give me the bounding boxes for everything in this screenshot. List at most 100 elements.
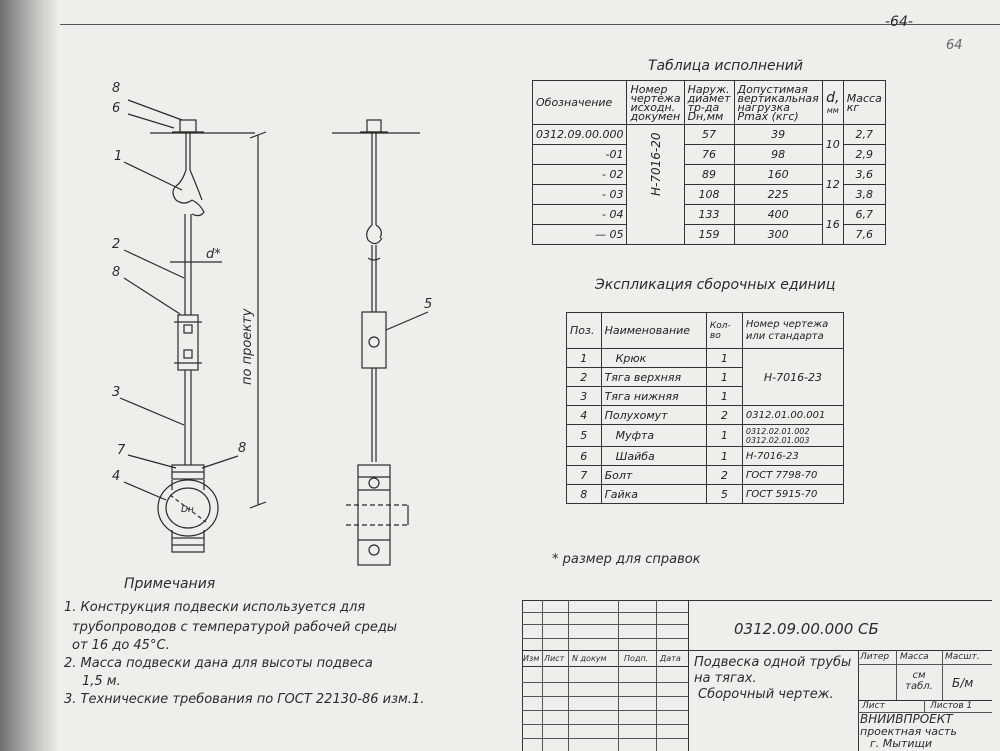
row-0-dn: 57 bbox=[683, 124, 735, 145]
row-4-dn: 133 bbox=[683, 204, 735, 225]
label-pos-6: 6 bbox=[112, 101, 120, 116]
row-1-load: 98 bbox=[733, 144, 823, 165]
label-dim-dn: Dн bbox=[181, 505, 194, 515]
asm-row-0-qty: 1 bbox=[705, 348, 743, 368]
row-1-designation: -01 bbox=[531, 144, 628, 165]
tb-col-3 bbox=[618, 600, 619, 751]
row-5-designation: — 05 bbox=[531, 224, 628, 245]
tb-right-row-2 bbox=[858, 700, 992, 701]
tb-title-line-1: на тягах. bbox=[694, 671, 757, 686]
asm-row-2-name: Тяга нижняя bbox=[600, 386, 707, 406]
tb-col-label-3: Подп. bbox=[624, 654, 649, 663]
header-pos: Поз. bbox=[566, 312, 602, 349]
sheet-border-top bbox=[60, 24, 1000, 25]
tb-col-label-4: Дата bbox=[660, 654, 681, 663]
row-1-dn: 76 bbox=[683, 144, 735, 165]
tb-border-left bbox=[522, 600, 523, 751]
tb-litera: Литер bbox=[860, 652, 890, 662]
label-pos-7: 7 bbox=[117, 443, 126, 458]
header-qty: Кол-во bbox=[705, 312, 743, 349]
notes-title: Примечания bbox=[124, 576, 216, 592]
asm-row-2-pos: 3 bbox=[566, 386, 602, 406]
row-3-designation: - 03 bbox=[531, 184, 628, 205]
label-pos-2: 2 bbox=[112, 237, 120, 252]
row-5-load: 300 bbox=[733, 224, 823, 245]
tb-row-7 bbox=[522, 696, 688, 697]
tb-scale-value: Б/м bbox=[952, 676, 974, 690]
row-5-dn: 159 bbox=[683, 224, 735, 245]
header-d: d, мм bbox=[821, 80, 844, 125]
d-value-2: 16 bbox=[821, 204, 844, 245]
tb-row-10 bbox=[522, 738, 688, 739]
asm-row-6-name: Болт bbox=[600, 465, 707, 485]
row-5-mass: 7,6 bbox=[842, 224, 886, 245]
page-number: -64- bbox=[885, 14, 913, 30]
notes-line-0: 1. Конструкция подвески используется для bbox=[64, 600, 366, 615]
row-2-mass: 3,6 bbox=[842, 164, 886, 185]
row-3-mass: 3,8 bbox=[842, 184, 886, 205]
label-pos-8-mid: 8 bbox=[112, 265, 120, 280]
asm-row-3-pos: 4 bbox=[566, 405, 602, 425]
asm-row-2-qty: 1 bbox=[705, 386, 743, 406]
header-mass: Масса кг bbox=[842, 80, 886, 125]
row-2-load: 160 bbox=[733, 164, 823, 185]
tb-row-3 bbox=[522, 638, 688, 639]
notes-line-2: от 16 до 45°С. bbox=[72, 638, 170, 653]
tb-right-col-2 bbox=[896, 650, 897, 700]
tb-right-col-3 bbox=[942, 650, 943, 700]
row-1-mass: 2,9 bbox=[842, 144, 886, 165]
header-doc: Номер чертежа или стандарта bbox=[741, 312, 845, 349]
tb-scale: Масшт. bbox=[945, 652, 980, 662]
asm-row-3-name: Полухомут bbox=[600, 405, 707, 425]
tb-row-2 bbox=[522, 624, 688, 625]
label-dim-vertical: по проекту bbox=[240, 308, 255, 385]
binding-shadow bbox=[0, 0, 60, 751]
header-designation: Обозначение bbox=[531, 80, 628, 125]
asm-row-1-name: Тяга верхняя bbox=[600, 367, 707, 387]
tb-right-row-1 bbox=[858, 664, 992, 665]
label-pos-8-low: 8 bbox=[238, 441, 246, 456]
asm-doc-group-1: Н-7016-23 bbox=[741, 348, 845, 406]
asm-row-6-qty: 2 bbox=[705, 465, 743, 485]
tb-col-2 bbox=[568, 600, 569, 751]
asm-row-4-qty: 1 bbox=[705, 424, 743, 447]
tb-row-6 bbox=[522, 682, 688, 683]
tb-mass: Масса bbox=[900, 652, 929, 662]
row-4-load: 400 bbox=[733, 204, 823, 225]
variants-table: Обозначение Номер чертежа исходн. докуме… bbox=[531, 80, 886, 245]
tb-title-line-2: Сборочный чертеж. bbox=[698, 687, 834, 702]
tb-sheets: Листов 1 bbox=[930, 701, 973, 711]
asm-row-5-name: Шайба bbox=[600, 446, 707, 466]
asm-row-7-pos: 8 bbox=[566, 484, 602, 504]
notes-line-5: 3. Технические требования по ГОСТ 22130-… bbox=[64, 692, 425, 707]
source-doc-cell: Н-7016-20 bbox=[626, 124, 685, 245]
tb-mass-value: см табл. bbox=[905, 670, 933, 692]
tb-row-9 bbox=[522, 724, 688, 725]
asm-row-4-pos: 5 bbox=[566, 424, 602, 447]
asm-row-7-name: Гайка bbox=[600, 484, 707, 504]
tb-org-line-1: проектная часть bbox=[860, 725, 957, 738]
tb-col-label-1: Лист bbox=[544, 654, 565, 663]
tb-right-col-4 bbox=[924, 700, 925, 712]
asm-row-3-qty: 2 bbox=[705, 405, 743, 425]
tb-org-line-2: г. Мытищи bbox=[870, 737, 933, 750]
notes-line-3: 2. Масса подвески дана для высоты подвес… bbox=[64, 656, 373, 671]
reference-note: * размер для справок bbox=[552, 552, 701, 567]
asm-row-1-pos: 2 bbox=[566, 367, 602, 387]
label-pos-4: 4 bbox=[112, 469, 120, 484]
tb-org-line-0: ВНИИВПРОЕКТ bbox=[860, 712, 953, 726]
asm-row-7-doc: ГОСТ 5915-70 bbox=[741, 484, 845, 504]
row-0-load: 39 bbox=[733, 124, 823, 145]
row-2-designation: - 02 bbox=[531, 164, 628, 185]
tb-title-line-0: Подвеска одной трубы bbox=[694, 655, 852, 670]
tb-doc-number: 0312.09.00.000 СБ bbox=[734, 620, 879, 638]
asm-row-5-qty: 1 bbox=[705, 446, 743, 466]
assembly-table: Поз. Наименование Кол-во Номер чертежа и… bbox=[566, 312, 845, 504]
tb-row-1 bbox=[522, 612, 688, 613]
asm-row-3-doc: 0312.01.00.001 bbox=[741, 405, 845, 425]
header-d-symbol: d, bbox=[826, 90, 840, 106]
tb-sheet: Лист bbox=[862, 701, 885, 711]
asm-row-4-name: Муфта bbox=[600, 424, 707, 447]
asm-row-5-pos: 6 bbox=[566, 446, 602, 466]
